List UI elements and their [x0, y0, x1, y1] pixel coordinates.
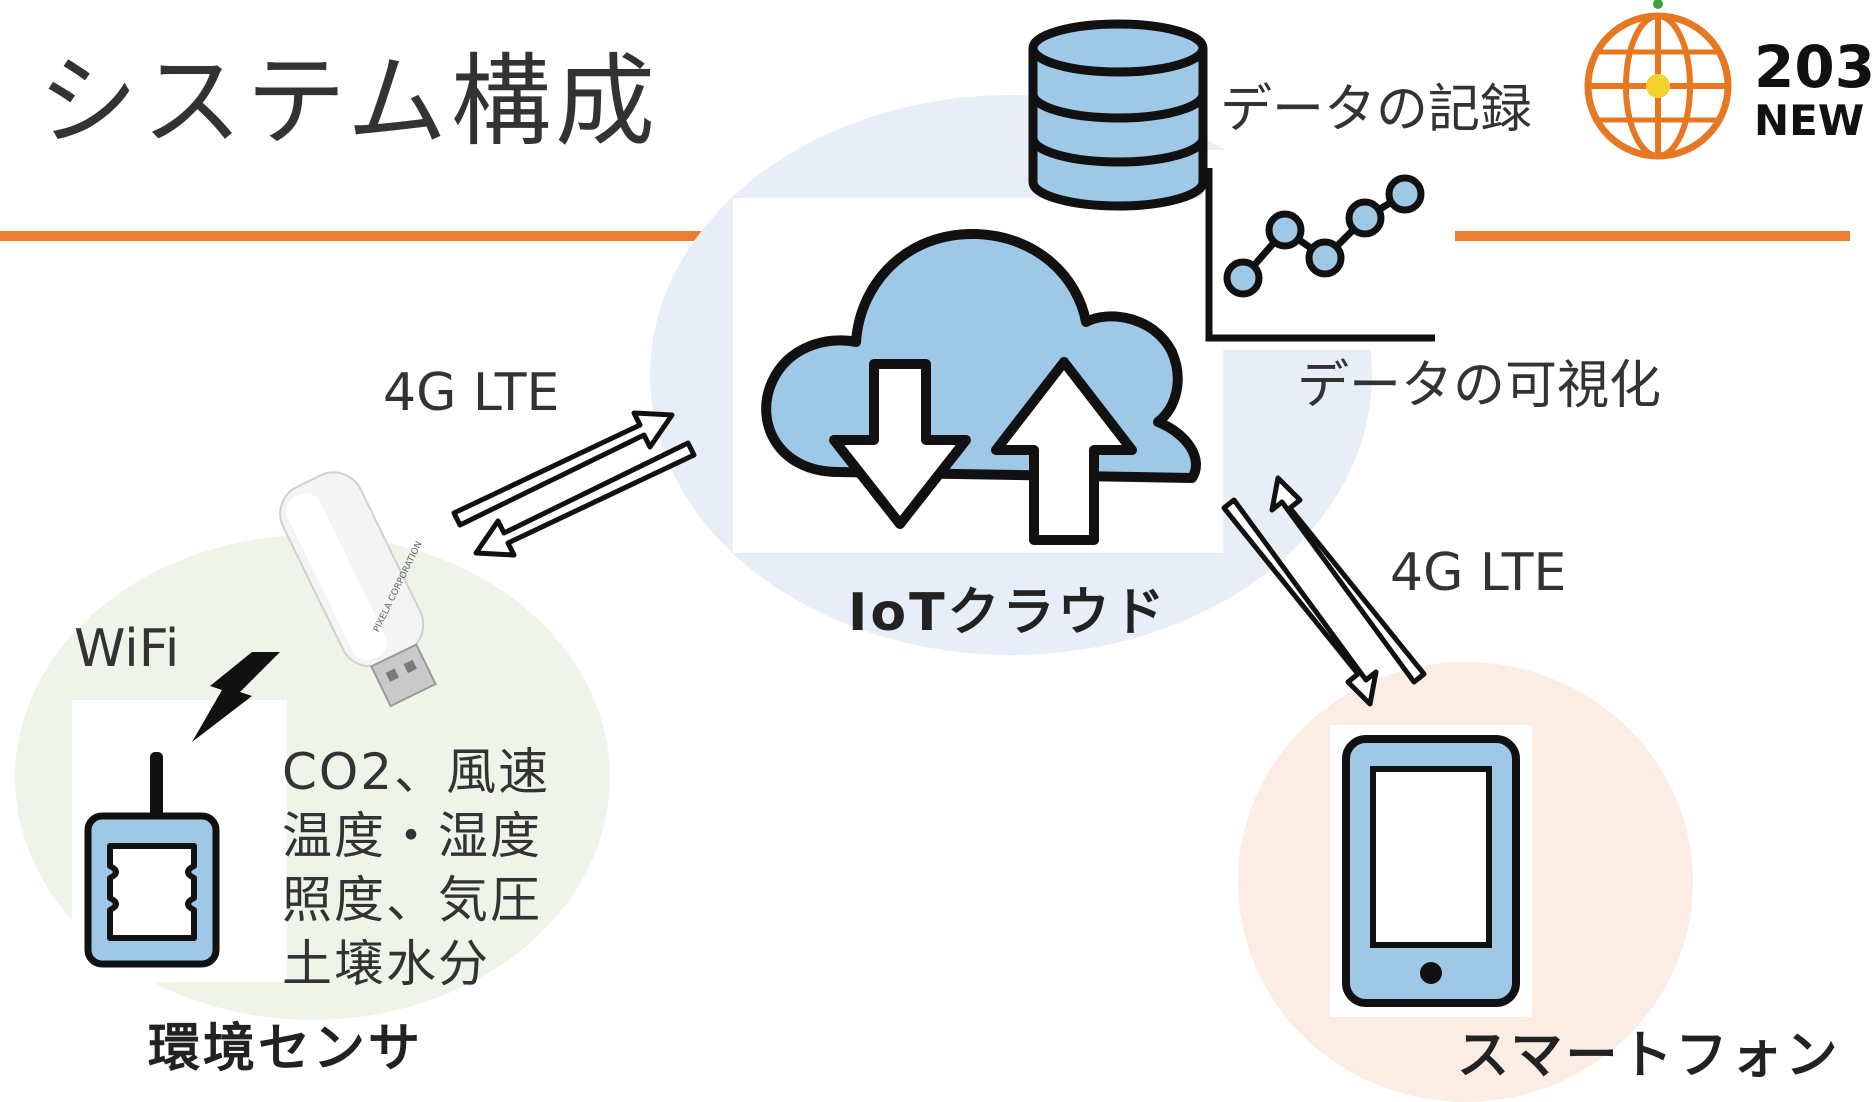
logo-text-bottom: NEW: [1754, 96, 1865, 145]
double-arrow-cloud-phone-icon: [1221, 475, 1427, 707]
logo-text-top: 203: [1754, 33, 1875, 101]
measurement-item: 照度、気圧: [282, 871, 542, 929]
phone-label: スマートフォン: [1457, 1026, 1841, 1086]
cloud-label: IoTクラウド: [848, 583, 1168, 643]
globe-logo-icon: [1584, 0, 1732, 160]
title-rule-right: [1455, 231, 1850, 241]
measurement-item: 土壌水分: [282, 935, 490, 993]
cloud-upload-download-icon: [761, 228, 1201, 545]
usb-lte-router-icon: [279, 471, 437, 708]
line-chart-icon: [1205, 168, 1435, 342]
smartphone-icon: [1342, 735, 1520, 1007]
measurement-item: 温度・湿度: [282, 807, 542, 865]
lightning-bolt-icon: [192, 652, 280, 742]
logo: 203 NEW: [1582, 0, 1875, 165]
link-label-cloud-phone: 4G LTE: [1390, 543, 1567, 603]
database-icon: [1028, 19, 1208, 211]
title-rule-left: [0, 231, 735, 241]
sensor-device-icon: [84, 752, 220, 968]
measurement-item: CO2、風速: [282, 743, 551, 801]
visualization-label: データの可視化: [1297, 356, 1662, 416]
link-label-sensor-cloud: 4G LTE: [383, 363, 560, 423]
database-label: データの記録: [1220, 80, 1533, 140]
sensor-label: 環境センサ: [148, 1019, 424, 1079]
page-title: システム構成: [38, 43, 659, 160]
double-arrow-sensor-cloud-icon: [451, 410, 697, 558]
wifi-label: WiFi: [74, 619, 180, 679]
sensor-measurement-list: CO2、風速 温度・湿度 照度、気圧 土壌水分: [282, 740, 550, 996]
